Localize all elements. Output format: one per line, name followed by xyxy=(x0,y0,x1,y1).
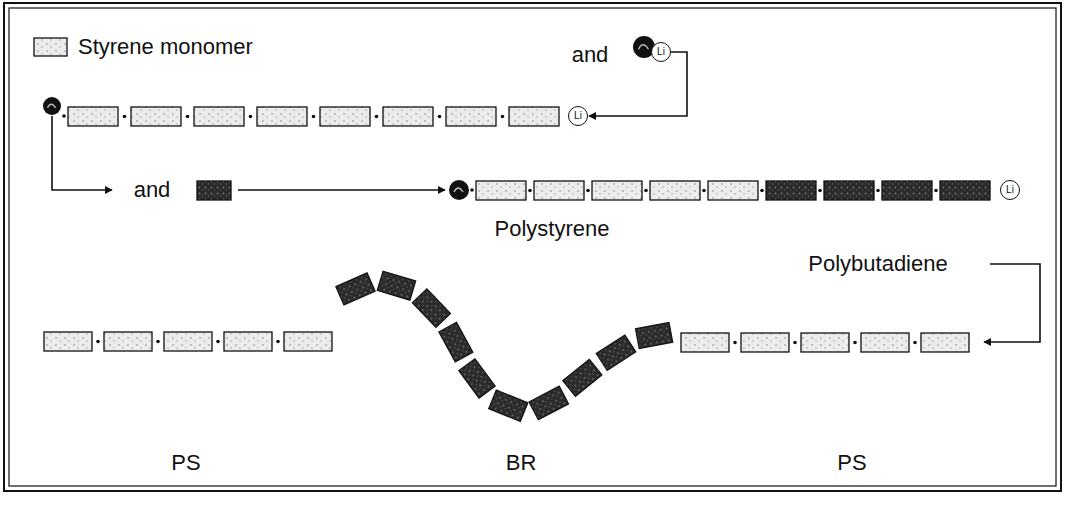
element-symbol: Li xyxy=(574,111,582,121)
butadiene-unit xyxy=(459,359,495,398)
styrene-unit xyxy=(68,107,118,126)
bond-dot xyxy=(470,188,474,192)
styrene-unit xyxy=(708,181,758,200)
bond-dot xyxy=(123,115,127,119)
bond-dot xyxy=(913,341,917,345)
polymer-chains xyxy=(34,36,990,421)
bond-dot xyxy=(276,340,280,344)
styrene-unit xyxy=(534,181,584,200)
butadiene-unit xyxy=(377,271,415,300)
block-name: Polystyrene xyxy=(495,217,610,241)
butadiene-unit xyxy=(336,273,375,305)
block-name: BR xyxy=(506,451,537,475)
arrow xyxy=(52,116,112,190)
bond-dot xyxy=(644,189,648,193)
bond-dot xyxy=(818,189,822,193)
styrene-unit xyxy=(131,107,181,126)
bond-dot xyxy=(853,341,857,345)
styrene-unit xyxy=(921,333,969,352)
arrow xyxy=(984,264,1040,342)
lithium-circle: Li xyxy=(651,42,671,62)
inner-frame xyxy=(9,8,1056,486)
bond-dot xyxy=(793,341,797,345)
initiator-mark xyxy=(639,45,649,49)
butadiene-unit xyxy=(636,323,673,349)
bond-dot xyxy=(62,114,66,118)
styrene-unit xyxy=(224,332,272,351)
butadiene-unit xyxy=(824,181,874,200)
layout-arrows xyxy=(52,116,1040,342)
butadiene-unit xyxy=(766,181,816,200)
legend-text: Styrene monomer xyxy=(78,35,253,59)
styrene-unit xyxy=(650,181,700,200)
arrow xyxy=(238,189,445,191)
butadiene-unit xyxy=(529,386,568,419)
bond-dot xyxy=(934,189,938,193)
connector-word: and xyxy=(572,43,609,67)
bond-dot xyxy=(216,340,220,344)
bond-dot xyxy=(96,340,100,344)
styrene-unit xyxy=(383,107,433,126)
bond-dot xyxy=(586,189,590,193)
styrene-unit xyxy=(861,333,909,352)
butadiene-unit xyxy=(489,390,528,421)
element-symbol: Li xyxy=(657,47,665,57)
block-name: PS xyxy=(171,451,200,475)
butadiene-unit xyxy=(940,181,990,200)
bond-dot xyxy=(438,115,442,119)
butadiene-unit xyxy=(197,181,231,200)
initiator-dot xyxy=(449,180,469,200)
bond-dot xyxy=(375,115,379,119)
styrene-unit xyxy=(320,107,370,126)
element-symbol: Li xyxy=(1006,185,1014,195)
bond-dot xyxy=(156,340,160,344)
styrene-unit xyxy=(104,332,152,351)
lithium-circle: Li xyxy=(1000,180,1020,200)
bond-dot xyxy=(501,115,505,119)
styrene-unit xyxy=(257,107,307,126)
styrene-unit xyxy=(741,333,789,352)
outer-frame xyxy=(4,3,1061,491)
styrene-unit xyxy=(509,107,559,126)
bond-dot xyxy=(876,189,880,193)
initiator-dot xyxy=(43,97,61,115)
bond-dot xyxy=(760,189,764,193)
bond-dot xyxy=(733,341,737,345)
block-name: Polybutadiene xyxy=(808,252,947,276)
bond-dot xyxy=(702,189,706,193)
block-name: PS xyxy=(837,451,866,475)
butadiene-unit xyxy=(412,289,450,327)
styrene-unit xyxy=(801,333,849,352)
bond-dot xyxy=(186,115,190,119)
connector-word: and xyxy=(134,178,171,202)
butadiene-unit xyxy=(882,181,932,200)
bond-dot xyxy=(528,189,532,193)
styrene-unit xyxy=(34,38,67,56)
styrene-unit xyxy=(44,332,92,351)
bond-dot xyxy=(249,115,253,119)
initiator-mark xyxy=(48,104,56,108)
styrene-unit xyxy=(284,332,332,351)
initiator-mark xyxy=(454,188,463,192)
styrene-unit xyxy=(164,332,212,351)
butadiene-unit xyxy=(596,335,635,370)
bond-dot xyxy=(312,115,316,119)
styrene-unit xyxy=(592,181,642,200)
styrene-unit xyxy=(194,107,244,126)
butadiene-unit xyxy=(563,359,602,396)
styrene-unit xyxy=(681,333,729,352)
butadiene-unit xyxy=(439,322,473,361)
styrene-unit xyxy=(446,107,496,126)
lithium-circle: Li xyxy=(568,106,588,126)
styrene-unit xyxy=(476,181,526,200)
